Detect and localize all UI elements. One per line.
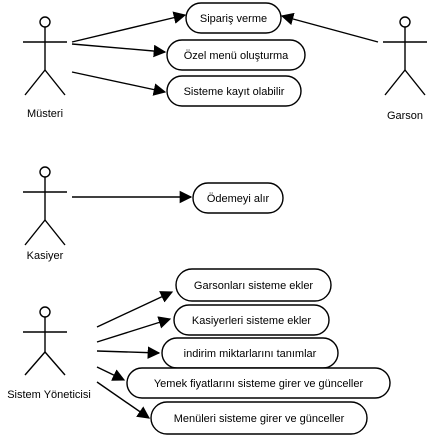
association-arrow-yonetici-indirim <box>96 346 161 359</box>
actor-leg-left <box>24 69 46 96</box>
actor-head <box>39 306 51 318</box>
actor-label-musteri: Müsteri <box>27 108 63 120</box>
actor-leg-right <box>44 351 66 376</box>
usecase-fiyat: Yemek fiyatlarını sisteme girer ve günce… <box>126 367 391 399</box>
usecase-label: indirim miktarlarını tanımlar <box>184 348 317 360</box>
usecase-kasiyerler: Kasiyerleri sisteme ekler <box>173 304 330 336</box>
association-arrow-musteri-ozel <box>71 43 167 58</box>
usecase-label: Menüleri sisteme girer ve günceller <box>174 413 345 425</box>
actor-head <box>39 166 51 178</box>
actor-kasiyer: Kasiyer <box>23 166 67 262</box>
actor-leg-right <box>404 69 426 96</box>
actor-leg-right <box>44 219 66 246</box>
actor-yonetici: Sistem Yöneticisi <box>7 306 91 401</box>
association-arrow-musteri-siparis <box>71 11 187 43</box>
usecase-siparis: Sipariş verme <box>185 2 282 34</box>
actor-leg-left <box>24 351 46 376</box>
usecase-shape <box>185 2 282 34</box>
actor-leg-left <box>384 69 406 96</box>
usecase-garsonlar: Garsonları sisteme ekler <box>175 268 332 302</box>
usecase-shape <box>192 182 284 214</box>
actor-label-kasiyer: Kasiyer <box>27 250 64 262</box>
actor-label-garson: Garson <box>387 110 423 122</box>
usecase-odeme: Ödemeyi alır <box>192 182 284 214</box>
associations-layer <box>71 11 379 419</box>
actor-label-yonetici: Sistem Yöneticisi <box>7 389 91 401</box>
association-arrow-musteri-kayit <box>71 71 167 96</box>
actor-leg-left <box>24 219 46 246</box>
association-arrow-yonetici-kasiyerler <box>96 316 172 343</box>
usecase-label: Yemek fiyatlarını sisteme girer ve günce… <box>154 378 364 390</box>
usecase-shape <box>126 367 391 399</box>
actor-musteri: Müsteri <box>23 16 67 120</box>
usecase-label: Garsonları sisteme ekler <box>194 280 314 292</box>
usecase-label: Sisteme kayıt olabilir <box>184 86 285 98</box>
actor-garson: Garson <box>383 16 427 122</box>
usecase-shape <box>166 39 306 71</box>
actor-head <box>39 16 51 28</box>
usecase-shape <box>175 268 332 302</box>
association-arrow-yonetici-garsonlar <box>96 291 174 328</box>
usecase-shape <box>150 401 368 435</box>
association-arrow-yonetici-menu <box>96 381 151 419</box>
usecase-label: Kasiyerleri sisteme ekler <box>192 315 312 327</box>
association-arrow-yonetici-fiyat <box>96 366 126 381</box>
association-arrow-garson-siparis <box>280 12 379 43</box>
usecase-label: Özel menü oluşturma <box>184 50 289 62</box>
usecase-shape <box>173 304 330 336</box>
actor-head <box>399 16 411 28</box>
usecase-kayit: Sisteme kayıt olabilir <box>166 75 302 107</box>
usecase-menu: Menüleri sisteme girer ve günceller <box>150 401 368 435</box>
usecase-label: Ödemeyi alır <box>207 193 270 205</box>
usecase-indirim: indirim miktarlarını tanımlar <box>161 337 339 369</box>
actor-leg-right <box>44 69 66 96</box>
usecase-shape <box>166 75 302 107</box>
usecase-label: Sipariş verme <box>200 13 267 25</box>
usecase-ozel: Özel menü oluşturma <box>166 39 306 71</box>
